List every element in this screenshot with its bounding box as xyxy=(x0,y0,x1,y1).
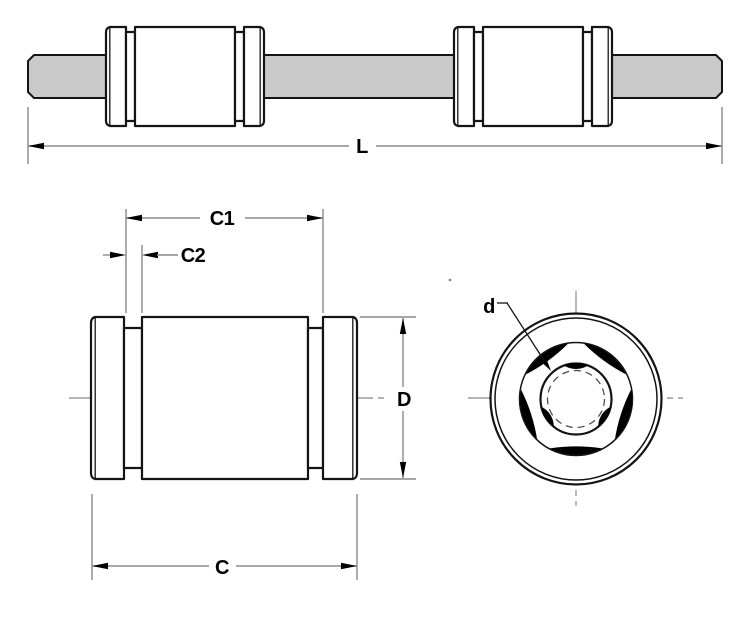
dim-label-L: L xyxy=(356,136,368,158)
left-retainer-ring xyxy=(89,315,126,481)
arrow-left-icon xyxy=(92,562,108,570)
ball-track-circle xyxy=(518,341,634,457)
side-view-bearing: C1 C2 C D xyxy=(69,208,416,580)
dimension-C2: C2 xyxy=(103,245,206,313)
bearing-body xyxy=(140,315,310,481)
dimension-d: d xyxy=(483,296,551,371)
ball-track-crescent xyxy=(520,389,538,440)
bearing-block-right xyxy=(452,25,614,128)
speck xyxy=(448,278,452,282)
bore-lens xyxy=(598,406,612,428)
left-groove xyxy=(122,326,144,470)
bore-lens xyxy=(563,363,589,369)
top-view-assembly: L xyxy=(27,25,723,164)
dim-label-D: D xyxy=(397,389,411,411)
arrow-right-icon xyxy=(110,251,126,259)
right-retainer-ring xyxy=(321,315,359,481)
bore-lens xyxy=(540,406,554,428)
bore-dashed-circle xyxy=(546,369,606,429)
arrow-left-icon xyxy=(126,214,142,222)
dim-label-C: C xyxy=(215,557,229,579)
bearing-block-left xyxy=(104,25,266,128)
arrow-up-icon xyxy=(399,318,407,334)
dimension-D: D xyxy=(360,316,416,480)
ball-track-crescent xyxy=(583,343,627,375)
arrow-right-icon xyxy=(706,142,722,150)
arrow-left-icon xyxy=(28,142,44,150)
dimension-L: L xyxy=(27,107,723,164)
leader-arrow-icon xyxy=(541,358,551,371)
dim-label-C2: C2 xyxy=(181,245,206,267)
ball-track-crescent xyxy=(614,389,633,440)
outer-inner-circle xyxy=(494,317,658,481)
dimension-C: C xyxy=(91,494,358,580)
right-groove xyxy=(306,326,325,470)
arrow-left-icon xyxy=(142,251,158,259)
dim-label-C1: C1 xyxy=(210,208,235,230)
ball-track-crescent xyxy=(525,343,569,375)
ball-track-crescent xyxy=(549,446,603,455)
dim-label-d: d xyxy=(483,296,495,318)
arrow-right-icon xyxy=(341,562,357,570)
dimension-C1: C1 xyxy=(125,208,324,313)
arrow-right-icon xyxy=(307,214,323,222)
arrow-down-icon xyxy=(399,462,407,478)
end-view-bearing: d xyxy=(468,291,683,506)
